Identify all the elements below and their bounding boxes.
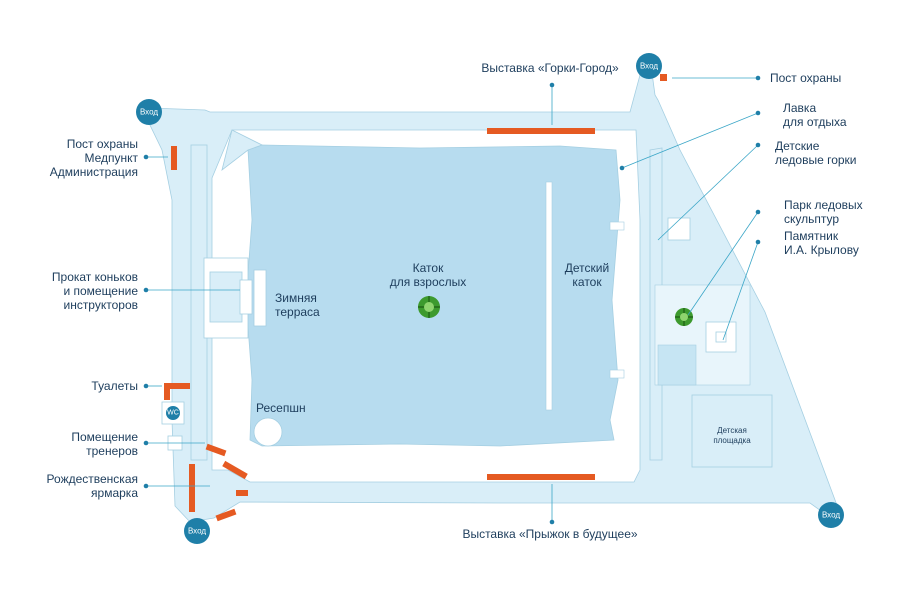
kids-slides-structure bbox=[667, 217, 691, 241]
entrance-bottom-right[interactable]: Вход bbox=[818, 502, 844, 528]
label-ice-park-2: скульптур bbox=[784, 212, 839, 226]
leader-dot bbox=[755, 110, 761, 116]
tree-icon bbox=[675, 308, 693, 326]
playground-label-1: Детская bbox=[717, 426, 747, 435]
leader-dot bbox=[143, 440, 149, 446]
leader-dot bbox=[755, 209, 761, 215]
fair-marker-2 bbox=[222, 460, 248, 480]
label-admin-3: Администрация bbox=[50, 165, 138, 179]
wc-icon bbox=[166, 406, 180, 420]
stairs-top-left bbox=[221, 129, 264, 172]
label-trainers-2: тренеров bbox=[86, 444, 138, 458]
leader-dot bbox=[619, 165, 625, 171]
sculpture-maze bbox=[657, 344, 697, 386]
label-monument-1: Памятник bbox=[784, 229, 839, 243]
leader-dot bbox=[755, 142, 761, 148]
label-kids-rink-1: Детский bbox=[565, 261, 609, 275]
label-fair-2: ярмарка bbox=[91, 486, 138, 500]
label-rental-1: Прокат коньков bbox=[52, 270, 138, 284]
leader-dot bbox=[755, 239, 761, 245]
playground bbox=[691, 394, 773, 468]
label-terrace-2: терраса bbox=[275, 305, 320, 319]
tree-icon bbox=[418, 296, 440, 318]
label-monument-2: И.А. Крылову bbox=[784, 243, 859, 257]
label-exhibition-bottom: Выставка «Прыжок в будущее» bbox=[462, 527, 637, 541]
label-bench-1: Лавка bbox=[783, 101, 816, 115]
label-admin-1: Пост охраны bbox=[67, 137, 138, 151]
entrance-label: Вход bbox=[640, 62, 658, 71]
leader-dot bbox=[143, 154, 149, 160]
label-ice-park-1: Парк ледовых bbox=[784, 198, 863, 212]
entrance-label: Вход bbox=[188, 527, 206, 536]
exhibition-top-marker bbox=[487, 128, 595, 134]
entrance-label: Вход bbox=[140, 108, 158, 117]
leader-dot bbox=[143, 483, 149, 489]
leader-dot bbox=[549, 82, 555, 88]
rink-divider bbox=[545, 181, 553, 411]
label-admin-2: Медпункт bbox=[84, 151, 138, 165]
entrance-top-right[interactable]: Вход bbox=[636, 53, 662, 79]
ice-field bbox=[245, 144, 621, 447]
entrance-bottom-left[interactable]: Вход bbox=[184, 518, 210, 544]
label-adult-rink-1: Каток bbox=[413, 261, 444, 275]
christmas-fair-marker bbox=[189, 464, 195, 512]
fair-marker-4 bbox=[215, 508, 237, 522]
playground-label-2: площадка bbox=[713, 436, 751, 445]
fair-marker-3 bbox=[236, 490, 248, 496]
terrace-inner bbox=[209, 271, 243, 323]
monument bbox=[715, 331, 727, 343]
wc-label: WC bbox=[167, 410, 179, 417]
entrance-top-left[interactable]: Вход bbox=[136, 99, 162, 125]
label-bench-2: для отдыха bbox=[783, 115, 847, 129]
label-terrace-1: Зимняя bbox=[275, 291, 317, 305]
terrace-deck bbox=[253, 269, 267, 327]
leader-monument bbox=[722, 241, 759, 341]
label-kids-rink-2: каток bbox=[572, 275, 602, 289]
security-post-right-marker bbox=[660, 74, 667, 81]
label-rental-2: и помещение bbox=[63, 284, 138, 298]
entrance-label: Вход bbox=[822, 511, 840, 520]
admin-marker bbox=[171, 146, 177, 170]
label-kids-slides-1: Детские bbox=[775, 139, 820, 153]
leader-kids-slides bbox=[657, 144, 759, 241]
label-security-right: Пост охраны bbox=[770, 71, 841, 85]
leader-ice-park bbox=[687, 211, 759, 316]
leader-dot bbox=[549, 519, 555, 525]
leader-dot bbox=[755, 75, 761, 81]
label-exhibition-top: Выставка «Горки-Город» bbox=[481, 61, 619, 75]
toilets-marker bbox=[164, 383, 190, 400]
label-adult-rink-2: для взрослых bbox=[390, 275, 467, 289]
leader-dot bbox=[143, 287, 149, 293]
bridge-bottom bbox=[609, 369, 625, 379]
label-kids-slides-2: ледовые горки bbox=[775, 153, 857, 167]
leader-dot bbox=[143, 383, 149, 389]
exhibition-bottom-marker bbox=[487, 474, 595, 480]
leader-bench bbox=[621, 112, 759, 169]
label-toilets: Туалеты bbox=[91, 379, 138, 393]
label-trainers-1: Помещение bbox=[71, 430, 138, 444]
label-rental-3: инструкторов bbox=[63, 298, 138, 312]
terrace-steps bbox=[239, 279, 253, 315]
bridge-top bbox=[609, 221, 625, 231]
trainers-marker bbox=[205, 443, 227, 457]
label-fair-1: Рождественская bbox=[47, 472, 138, 486]
label-reception: Ресепшн bbox=[256, 401, 306, 415]
reception-building bbox=[253, 417, 283, 447]
